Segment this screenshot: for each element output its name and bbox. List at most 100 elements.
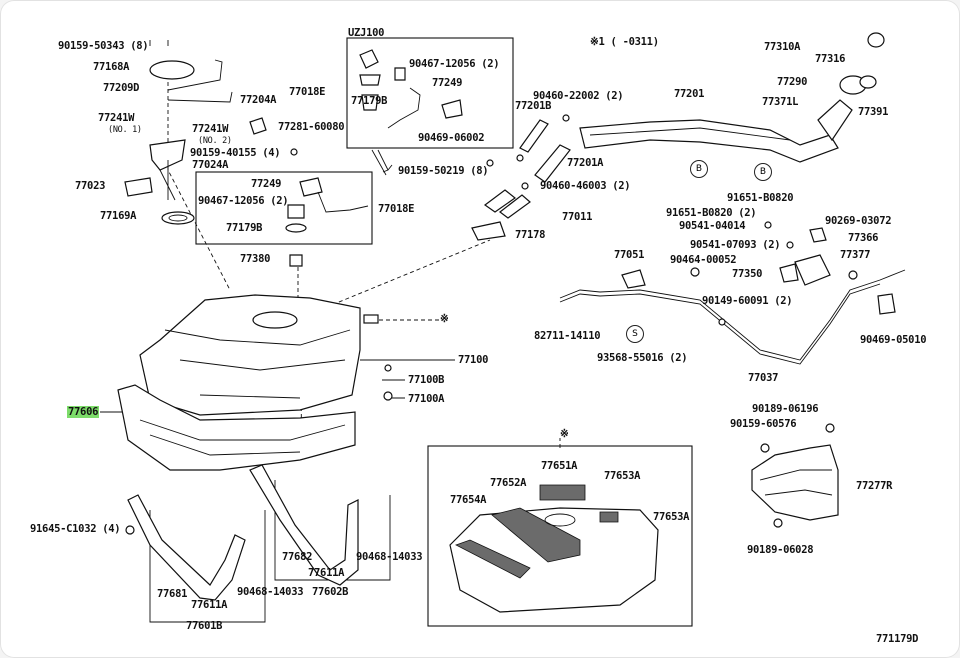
bracket <box>149 510 266 623</box>
arrow-shaft <box>371 149 387 176</box>
part-label: 90469-06002 <box>418 132 485 144</box>
filler-pipe <box>579 119 839 163</box>
callout-s: S <box>626 325 644 343</box>
filler-neck <box>817 99 853 142</box>
part-label: 77366 <box>848 232 879 244</box>
part-label: 77391 <box>858 106 889 118</box>
part-label: 77201 <box>674 88 705 100</box>
part-label: 77681 <box>157 588 188 600</box>
vent-tube <box>317 191 369 213</box>
part-label-highlighted: 77606 <box>67 406 100 418</box>
tank-strap-right <box>249 464 359 586</box>
grommet <box>359 74 381 86</box>
part-label: 77018E <box>378 203 415 215</box>
part-label: 90469-05010 <box>860 334 927 346</box>
part-label: 91651-B0820 (2) <box>666 207 757 219</box>
callout-b: B <box>754 163 772 181</box>
part-label: 77653A <box>653 511 690 523</box>
fuel-cap <box>867 32 885 48</box>
part-label: 77651A <box>541 460 578 472</box>
part-label: 77201B <box>515 100 552 112</box>
part-label: 77371L <box>762 96 799 108</box>
vent-connector <box>299 177 323 197</box>
vent-plug <box>289 254 303 267</box>
tank-ribs <box>164 329 351 399</box>
part-label: 77051 <box>614 249 645 261</box>
part-label: 90159-50343 (8) <box>58 40 149 52</box>
clip <box>521 182 529 190</box>
part-label: 90464-00052 <box>670 254 737 266</box>
part-label: 90541-07093 (2) <box>690 239 781 251</box>
part-label: 90468-14033 <box>237 586 304 598</box>
bolt <box>149 40 169 46</box>
part-label: 90159-40155 (4) <box>190 147 281 159</box>
part-label: 77682 <box>282 551 313 563</box>
part-label: (NO. 2) <box>198 136 232 146</box>
part-label: 77100 <box>458 354 489 366</box>
vent-gasket <box>285 223 307 233</box>
part-label: 77277R <box>856 480 893 492</box>
part-label: 77380 <box>240 253 271 265</box>
bolt <box>760 443 770 453</box>
protector-pad-652a <box>491 507 581 563</box>
tank-protector <box>117 384 356 471</box>
part-label: 77024A <box>192 159 229 171</box>
tank-gasket-inner <box>168 214 188 222</box>
part-label: 77018E <box>289 86 326 98</box>
pump-tube <box>159 160 176 201</box>
part-label: 90541-04014 <box>679 220 746 232</box>
part-label: (NO. 1) <box>108 125 142 135</box>
box-title: UZJ100 <box>348 27 385 39</box>
part-label: 91651-B0820 <box>727 192 794 204</box>
part-label: 77290 <box>777 76 808 88</box>
part-label: 77100A <box>408 393 445 405</box>
part-label: 77037 <box>748 372 779 384</box>
protector-pad-651a <box>539 484 586 501</box>
reference-mark: ※ <box>560 428 569 440</box>
vent-body <box>287 204 305 219</box>
part-label: 77652A <box>490 477 527 489</box>
part-label: 77241W <box>192 123 229 135</box>
box-uzj100 <box>346 37 514 149</box>
bolt <box>384 364 392 372</box>
callout-b: B <box>690 160 708 178</box>
clip <box>848 270 858 280</box>
protector-ribs <box>139 419 346 456</box>
tank-gasket <box>161 211 195 225</box>
part-label: 90149-60091 (2) <box>702 295 793 307</box>
part-label: 77011 <box>562 211 593 223</box>
clip <box>516 154 524 162</box>
part-label: 77204A <box>240 94 277 106</box>
box-vent-valve <box>195 171 373 245</box>
part-label: 90269-03072 <box>825 215 892 227</box>
clip <box>718 318 726 326</box>
protector-pad-654a <box>454 539 531 579</box>
bolt <box>773 518 783 528</box>
leader <box>299 239 491 319</box>
tank-opening <box>252 311 298 329</box>
part-label: 77601B <box>186 620 223 632</box>
gasket-ring <box>859 75 877 89</box>
part-label: 77377 <box>840 249 871 261</box>
part-label: 90159-50219 (8) <box>398 165 489 177</box>
part-label: 77249 <box>251 178 282 190</box>
bolt <box>486 159 494 167</box>
canister-valve <box>621 269 646 289</box>
part-label: 77241W <box>98 112 135 124</box>
emission-tube <box>559 269 906 361</box>
protector-pad-653a <box>599 511 619 523</box>
filler-hoses <box>483 189 531 219</box>
filler-door <box>794 254 831 286</box>
door-hinge <box>779 263 799 283</box>
part-label: 77168A <box>93 61 130 73</box>
part-label: 77209D <box>103 82 140 94</box>
part-label: 77201A <box>567 157 604 169</box>
fuel-cap-plate <box>149 60 195 80</box>
part-label: 77611A <box>191 599 228 611</box>
grommet <box>363 314 379 324</box>
arrow <box>377 149 393 173</box>
part-label: 77653A <box>604 470 641 482</box>
part-label: 77281-60080 <box>278 121 345 133</box>
reference-mark: ※ <box>440 313 449 325</box>
part-label: 77100B <box>408 374 445 386</box>
